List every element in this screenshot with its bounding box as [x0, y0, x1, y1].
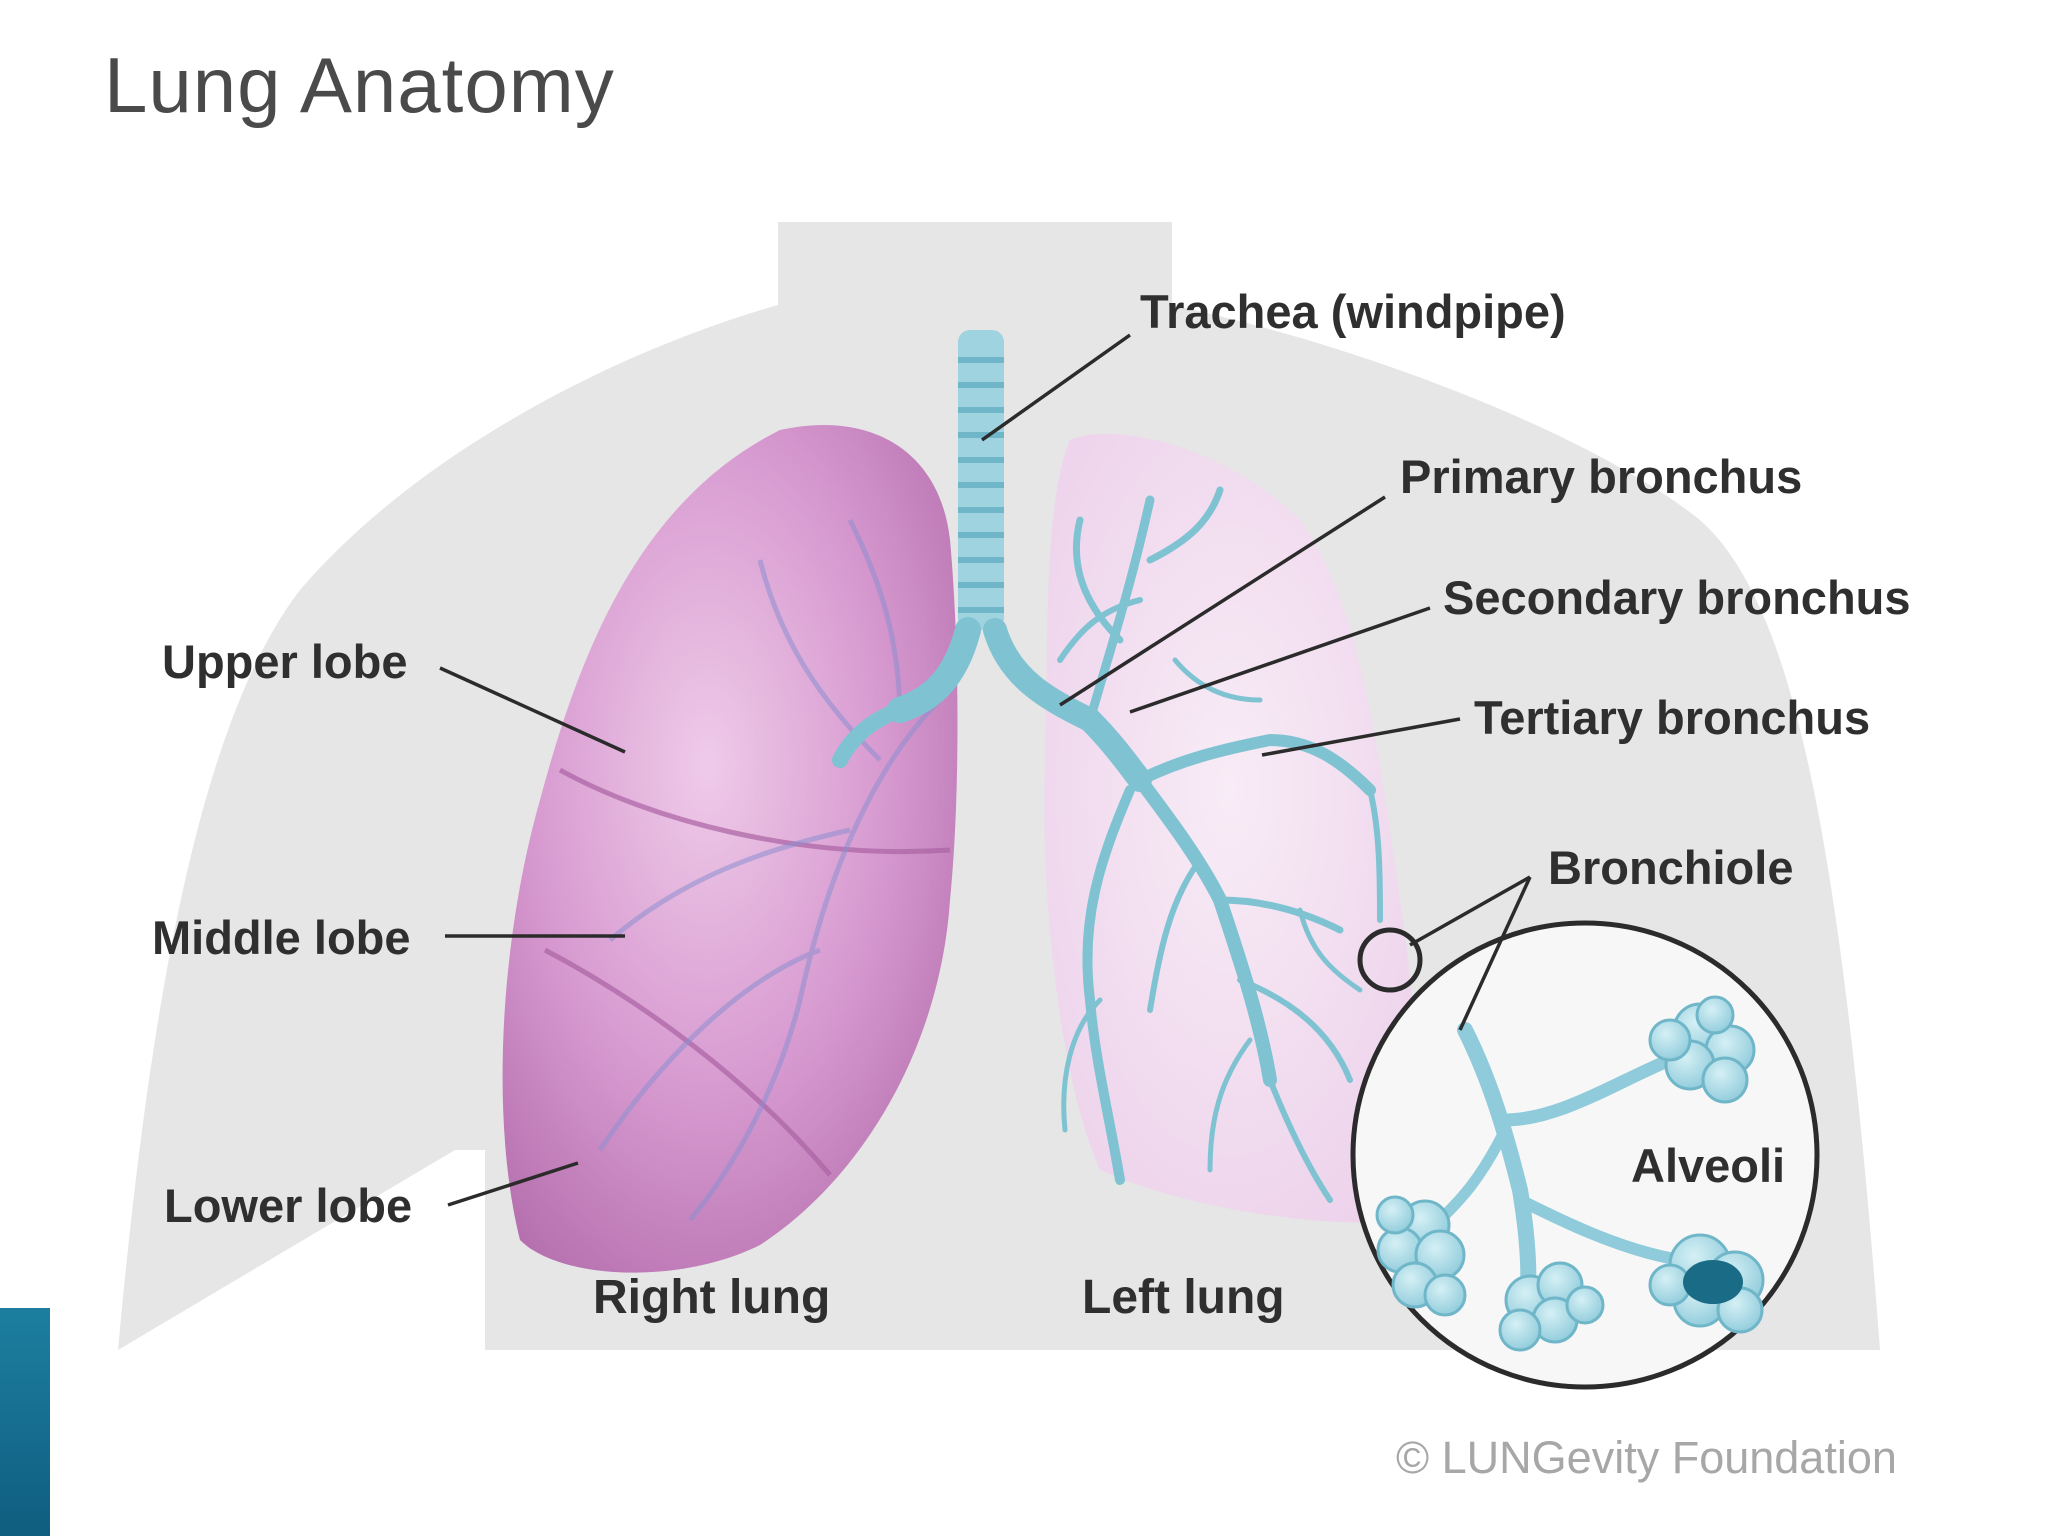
- label-upper-lobe: Upper lobe: [162, 635, 408, 688]
- right-lung-fissure-upper: [558, 767, 951, 855]
- label-lower-lobe: Lower lobe: [164, 1179, 413, 1232]
- label-alveoli: Alveoli: [1631, 1139, 1786, 1192]
- right-lung-shape: [502, 424, 958, 1273]
- alveolus-cross-section: [1683, 1260, 1743, 1304]
- copyright-credit: © LUNGevity Foundation: [1396, 1432, 1897, 1483]
- label-trachea: Trachea (windpipe): [1140, 285, 1566, 338]
- trachea-tube: [958, 330, 1004, 630]
- left-lung-shape: [1044, 433, 1417, 1223]
- slide-corner-accent: [0, 1308, 50, 1536]
- alveoli-cluster: [1375, 995, 1765, 1352]
- leader-lines: [439, 333, 1532, 1207]
- label-tertiary-bronchus: Tertiary bronchus: [1474, 691, 1871, 744]
- trachea-rings: [958, 357, 1004, 613]
- label-left-lung: Left lung: [1082, 1271, 1285, 1324]
- label-secondary-bronchus: Secondary bronchus: [1443, 571, 1911, 624]
- label-right-lung: Right lung: [593, 1271, 831, 1324]
- label-middle-lobe: Middle lobe: [152, 911, 411, 964]
- right-lung-fissure-lower: [543, 947, 832, 1177]
- bronchiole-highlight-circle: [1357, 927, 1423, 993]
- label-bronchiole: Bronchiole: [1548, 841, 1794, 894]
- label-primary-bronchus: Primary bronchus: [1400, 450, 1803, 503]
- diagram-title: Lung Anatomy: [104, 41, 615, 129]
- bronchial-tree: [832, 486, 1383, 1203]
